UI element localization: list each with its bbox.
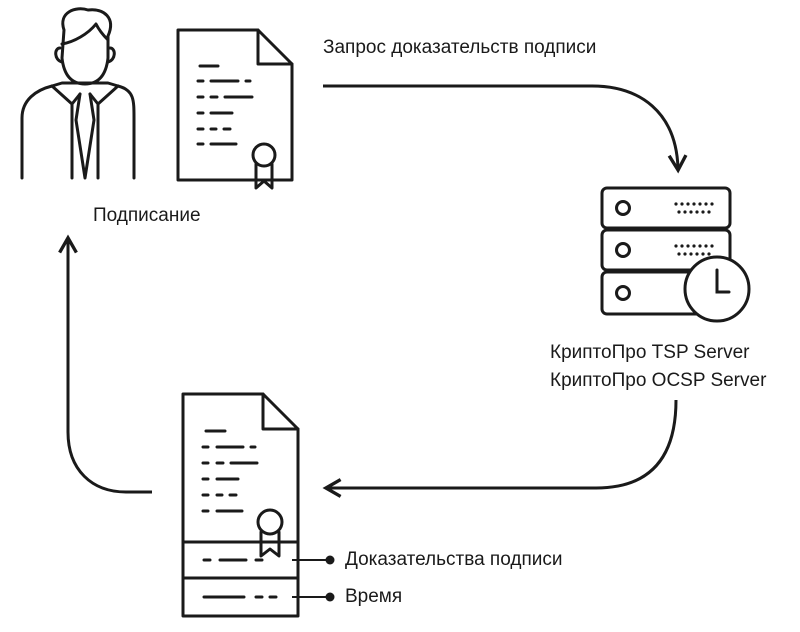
request-arrow [323, 84, 688, 174]
request-label: Запрос доказательств подписи [323, 37, 597, 58]
signing-label: Подписание [93, 205, 201, 226]
response-arrow [322, 399, 678, 498]
evidence-label: Доказательства подписи [345, 549, 563, 570]
return-arrow [58, 234, 152, 494]
person-icon [20, 7, 136, 180]
time-label: Время [345, 586, 403, 607]
tsp-server-label: КриптоПро TSP Server [550, 342, 750, 363]
clock-icon [683, 255, 751, 323]
signed-document-icon [181, 392, 300, 618]
evidence-pointer [292, 555, 335, 565]
time-pointer [292, 592, 335, 602]
ocsp-server-label: КриптоПро OCSP Server [550, 370, 767, 391]
document-icon [176, 28, 294, 190]
